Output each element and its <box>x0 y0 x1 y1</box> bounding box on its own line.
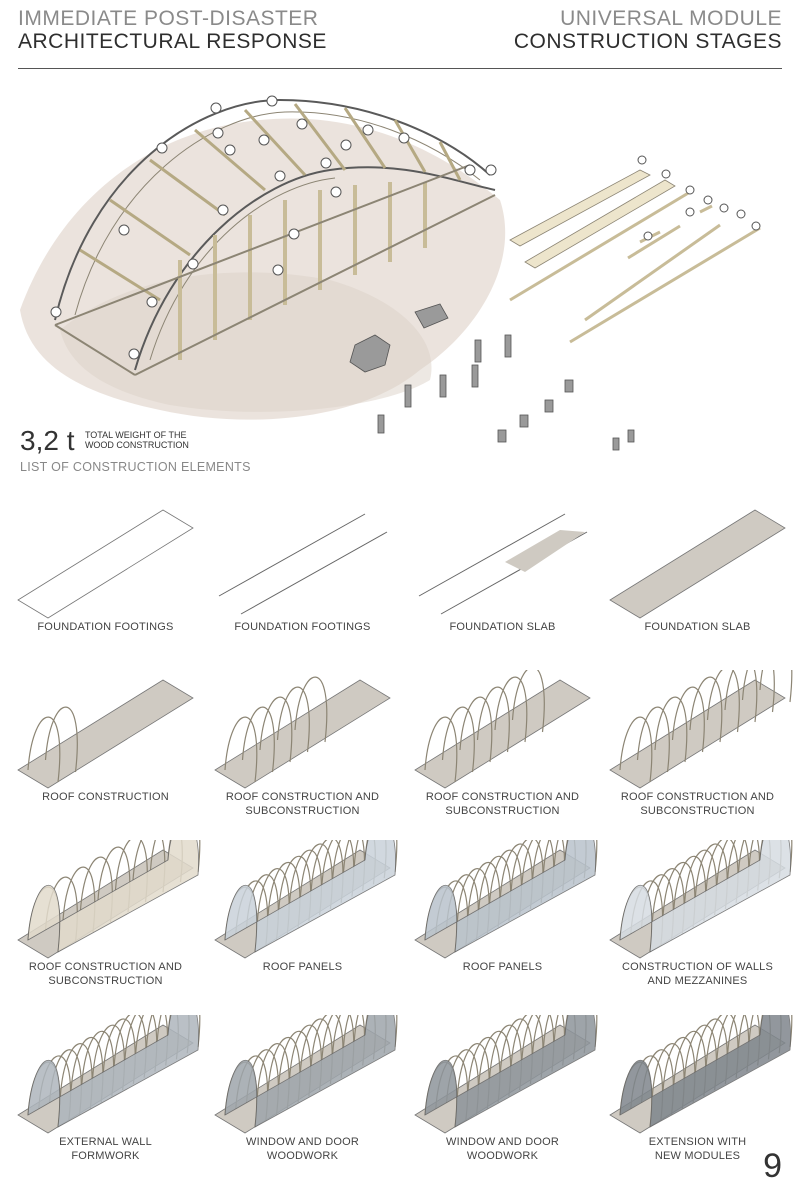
title-line-2: ARCHITECTURAL RESPONSE <box>18 30 327 53</box>
stage-11-drawing <box>414 840 598 959</box>
stage-10: ROOF PANELS <box>205 840 400 1010</box>
stage-3-drawing <box>418 513 588 615</box>
stage-6-caption: ROOF CONSTRUCTION AND SUBCONSTRUCTION <box>225 791 380 817</box>
subtitle-line-2: CONSTRUCTION STAGES <box>513 30 782 53</box>
stage-1: FOUNDATION FOOTINGS <box>8 500 203 670</box>
stage-10-caption: ROOF PANELS <box>262 961 343 973</box>
stage-16: EXTENSION WITH NEW MODULES <box>600 1015 795 1185</box>
stage-12-drawing <box>609 840 793 959</box>
element-connectors <box>349 303 635 451</box>
stage-4: FOUNDATION SLAB <box>600 500 795 670</box>
weight-info: 3,2 t TOTAL WEIGHT OF THE WOOD CONSTRUCT… <box>20 425 189 457</box>
stage-1-caption: FOUNDATION FOOTINGS <box>37 621 174 633</box>
stage-2: FOUNDATION FOOTINGS <box>205 500 400 670</box>
stage-12-caption: CONSTRUCTION OF WALLS AND MEZZANINES <box>621 961 774 987</box>
stage-8-drawing <box>609 670 793 789</box>
stage-8-caption: ROOF CONSTRUCTION AND SUBCONSTRUCTION <box>620 791 775 817</box>
stage-10-drawing <box>214 840 398 959</box>
weight-label: TOTAL WEIGHT OF THE WOOD CONSTRUCTION <box>85 430 189 450</box>
stage-14-caption: WINDOW AND DOOR WOODWORK <box>246 1136 359 1162</box>
stage-15-caption: WINDOW AND DOOR WOODWORK <box>446 1136 559 1162</box>
stage-2-caption: FOUNDATION FOOTINGS <box>234 621 371 633</box>
stage-16-caption: EXTENSION WITH NEW MODULES <box>648 1136 747 1162</box>
subtitle-line-1: UNIVERSAL MODULE <box>560 7 782 30</box>
stage-5-drawing <box>17 679 194 789</box>
stage-3-caption: FOUNDATION SLAB <box>449 621 556 633</box>
weight-label-line-2: WOOD CONSTRUCTION <box>84 440 189 450</box>
stage-14: WINDOW AND DOOR WOODWORK <box>205 1015 400 1185</box>
header-right: UNIVERSAL MODULE CONSTRUCTION STAGES <box>514 8 782 54</box>
element-beams <box>509 169 761 344</box>
stage-1-drawing <box>17 509 194 619</box>
stage-4-caption: FOUNDATION SLAB <box>644 621 751 633</box>
header-divider <box>18 68 782 69</box>
stage-15-drawing <box>414 1015 598 1134</box>
stage-16-drawing <box>609 1015 793 1134</box>
stage-9-drawing <box>17 840 201 959</box>
stage-6-drawing <box>214 676 391 789</box>
stage-9: ROOF CONSTRUCTION AND SUBCONSTRUCTION <box>8 840 203 1010</box>
stage-13-caption: EXTERNAL WALL FORMWORK <box>59 1136 152 1162</box>
weight-label-line-1: TOTAL WEIGHT OF THE <box>84 430 187 440</box>
stage-8: ROOF CONSTRUCTION AND SUBCONSTRUCTION <box>600 670 795 840</box>
stage-9-caption: ROOF CONSTRUCTION AND SUBCONSTRUCTION <box>28 961 183 987</box>
stage-2-drawing <box>218 513 388 615</box>
stage-11-caption: ROOF PANELS <box>462 961 543 973</box>
stage-12: CONSTRUCTION OF WALLS AND MEZZANINES <box>600 840 795 1010</box>
page-number: 9 <box>763 1147 782 1185</box>
stage-7: ROOF CONSTRUCTION AND SUBCONSTRUCTION <box>405 670 600 840</box>
stage-13: EXTERNAL WALL FORMWORK <box>8 1015 203 1185</box>
list-of-elements-title: LIST OF CONSTRUCTION ELEMENTS <box>20 460 251 474</box>
stage-15: WINDOW AND DOOR WOODWORK <box>405 1015 600 1185</box>
header-left: IMMEDIATE POST-DISASTER ARCHITECTURAL RE… <box>18 8 327 54</box>
main-axonometric-drawing <box>20 95 761 451</box>
title-line-1: IMMEDIATE POST-DISASTER <box>18 7 319 30</box>
stage-3: FOUNDATION SLAB <box>405 500 600 670</box>
stage-7-drawing <box>414 670 591 789</box>
stage-14-drawing <box>214 1015 398 1134</box>
stage-5-caption: ROOF CONSTRUCTION <box>42 791 169 803</box>
stage-7-caption: ROOF CONSTRUCTION AND SUBCONSTRUCTION <box>425 791 580 817</box>
stage-6: ROOF CONSTRUCTION AND SUBCONSTRUCTION <box>205 670 400 840</box>
stage-5: ROOF CONSTRUCTION <box>8 670 203 840</box>
stage-4-drawing <box>609 509 786 619</box>
weight-value: 3,2 t <box>20 425 75 456</box>
stage-11: ROOF PANELS <box>405 840 600 1010</box>
stage-13-drawing <box>17 1015 201 1134</box>
